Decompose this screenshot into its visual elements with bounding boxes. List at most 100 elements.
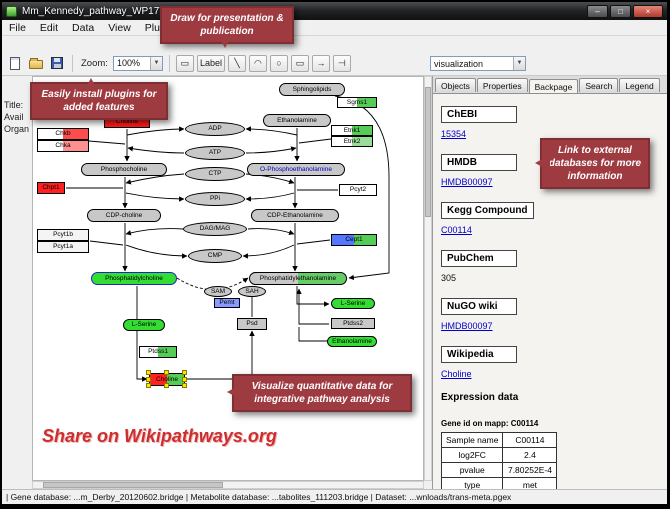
pathway-node-ethanolamine-top[interactable]: Ethanolamine [263,114,331,127]
rectangle-tool-button[interactable]: ▭ [290,54,309,72]
pathway-node-phosphatidylethanolamine[interactable]: Phosphatidylethanolamine [249,272,347,285]
arc-tool-button[interactable]: ◠ [248,54,267,72]
pathway-node-adp[interactable]: ADP [185,122,245,136]
pathway-node-cdp-ethanolamine[interactable]: CDP-Ethanolamine [251,209,339,222]
pathway-edge[interactable] [296,239,331,245]
pathway-edge[interactable] [245,146,297,154]
pathway-node-sphingolipids[interactable]: Sphingolipids [279,83,345,96]
pathway-edge[interactable] [88,140,126,145]
horizontal-scrollbar-thumb[interactable] [43,482,223,488]
pathway-edge[interactable] [89,240,124,246]
database-link[interactable]: C00114 [441,225,472,235]
pathway-node-etnk2[interactable]: Etnk2 [331,136,373,147]
pathway-node-etnk1[interactable]: Etnk1 [331,125,373,136]
visualization-combobox[interactable]: visualization ▼ [430,56,526,71]
new-file-icon[interactable] [6,54,24,72]
pathway-edge[interactable] [242,244,295,259]
pathway-node-sgms1[interactable]: Sgms1 [337,97,377,108]
pathway-node-ptdss2[interactable]: Ptdss2 [331,318,375,329]
tab-backpage[interactable]: Backpage [528,79,579,93]
selection-handle[interactable] [164,370,169,375]
pathway-node-cmp[interactable]: CMP [188,249,242,263]
save-icon[interactable] [48,54,66,72]
pathway-node-pcyt1b[interactable]: Pcyt1b [37,229,89,241]
pathway-node-dag-mag[interactable]: DAG/MAG [183,222,247,236]
pathway-edge[interactable] [296,288,329,325]
ellipse-tool-button[interactable]: ○ [269,54,288,72]
pathway-node-sam[interactable]: SAM [204,286,232,297]
selection-handle[interactable] [182,383,187,388]
pathway-node-pcyt2[interactable]: Pcyt2 [339,184,377,196]
pathway-node-pcyt1a[interactable]: Pcyt1a [37,241,89,253]
pathway-node-o-phosphoethanolamine[interactable]: O-Phosphoethanolamine [247,163,345,176]
open-folder-icon[interactable] [27,54,45,72]
pathway-edge[interactable] [125,173,185,185]
database-link[interactable]: 15354 [441,129,467,139]
chevron-down-icon[interactable]: ▼ [149,56,162,70]
vertical-scrollbar-thumb[interactable] [425,87,431,217]
datanode-tool-button[interactable]: ▭ [175,54,194,72]
database-link[interactable]: HMDB00097 [441,321,493,331]
tab-objects[interactable]: Objects [435,78,476,92]
selection-handle[interactable] [182,376,187,382]
minimize-button[interactable]: – [587,4,608,18]
pathway-node-sah[interactable]: SAH [238,286,266,297]
pathway-node-phosphatidylcholine[interactable]: Phosphatidylcholine [91,272,177,285]
pathway-node-chpt1[interactable]: Chpt1 [37,182,65,194]
pathway-edge[interactable] [126,126,185,136]
vertical-scrollbar[interactable] [424,76,432,481]
pathway-edge[interactable] [298,327,329,342]
zoom-combobox[interactable]: 100% ▼ [112,55,163,71]
pathway-node-phosphocholine[interactable]: Phosphocholine [81,163,167,176]
menu-edit[interactable]: Edit [39,21,59,34]
pathway-node-psd[interactable]: Psd [237,318,267,330]
pathway-node-chkb[interactable]: Chkb [37,128,89,140]
selection-handle[interactable] [146,376,151,382]
database-link[interactable]: Choline [441,369,472,379]
tab-legend[interactable]: Legend [619,78,660,92]
menu-data[interactable]: Data [72,21,95,34]
tbar-tool-button[interactable]: ⊣ [332,54,351,72]
selection-handle[interactable] [164,383,169,388]
pathway-edge[interactable] [125,192,185,202]
chevron-down-icon[interactable]: ▼ [513,57,525,70]
pathway-node-l-serine-right[interactable]: L-Serine [331,298,375,309]
pathway-node-ptdss1[interactable]: Ptdss1 [139,346,177,358]
pathway-edge[interactable] [298,138,332,144]
selection-handle[interactable] [146,383,151,388]
maximize-button[interactable]: □ [610,4,631,18]
arrow-tool-button[interactable]: → [311,54,330,72]
selection-handle[interactable] [146,370,151,375]
close-button[interactable]: × [633,4,663,18]
pathway-node-atp[interactable]: ATP [185,146,245,160]
pathway-edge[interactable] [245,192,295,202]
tab-search[interactable]: Search [579,78,619,92]
pathway-edge[interactable] [185,330,255,380]
pathway-edge[interactable] [136,286,148,382]
pathway-node-chka[interactable]: Chka [37,140,89,152]
label-tool-button[interactable]: Label [196,54,225,72]
pathway-node-ppi[interactable]: PPi [185,192,245,206]
selection-handle[interactable] [182,370,187,375]
pathway-node-ctp[interactable]: CTP [185,167,245,181]
pathway-edge[interactable] [176,277,249,290]
pathway-edge[interactable] [245,126,298,136]
pathway-node-cdp-choline[interactable]: CDP-choline [87,209,161,222]
menu-view[interactable]: View [108,21,131,34]
pathway-node-pemt[interactable]: Pemt [214,298,240,308]
tab-properties[interactable]: Properties [476,78,528,92]
pathway-edge[interactable] [296,286,330,307]
pathway-node-cept1[interactable]: Cept1 [331,234,377,246]
pathway-node-ethanolamine-right[interactable]: Ethanolamine [327,336,377,347]
pathway-node-l-serine-left[interactable]: L-Serine [123,319,165,331]
pathway-edge[interactable] [247,228,295,235]
pathway-edge[interactable] [125,244,188,259]
title-bar[interactable]: Mm_Kennedy_pathway_WP1771_45176.gpml – □… [2,2,667,20]
database-link[interactable]: HMDB00097 [441,177,493,187]
pathway-edge[interactable] [127,146,185,154]
horizontal-scrollbar[interactable] [32,481,424,489]
line-tool-button[interactable]: ╲ [227,54,246,72]
pathway-edge[interactable] [125,228,184,236]
menu-file[interactable]: File [9,21,26,34]
